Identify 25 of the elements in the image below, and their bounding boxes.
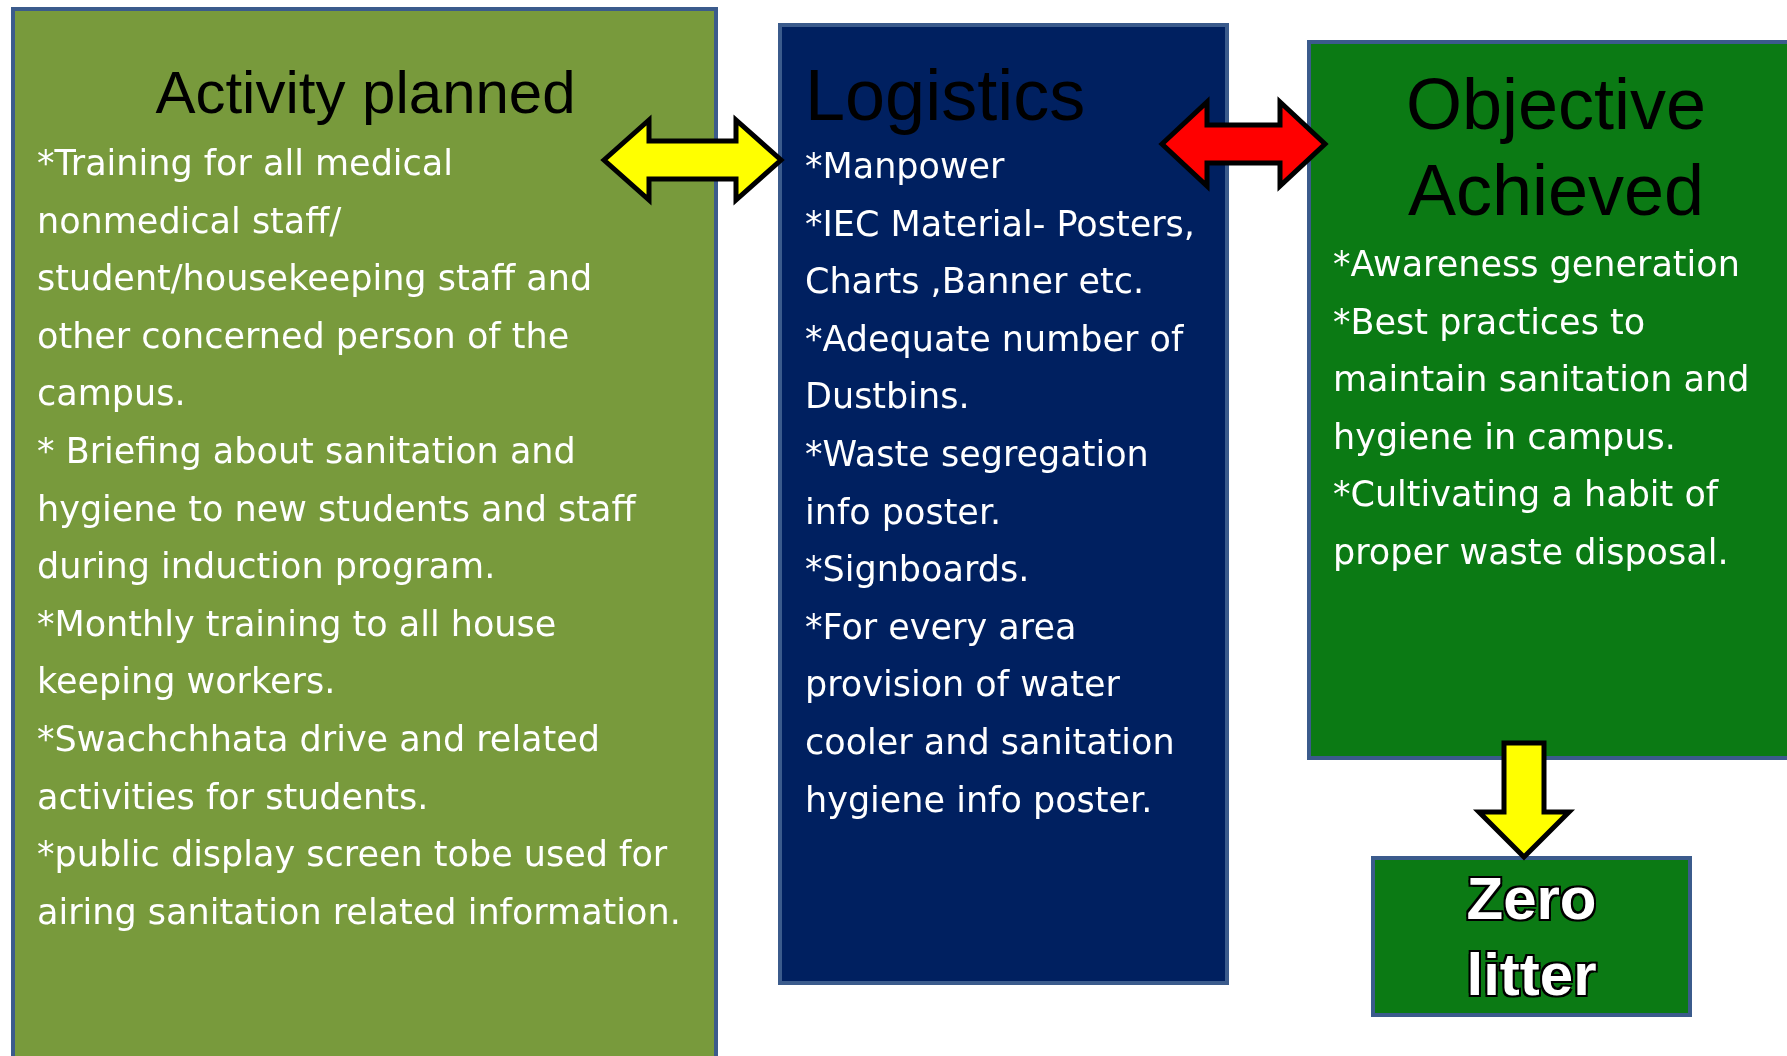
bullet-text: *Adequate number of Dustbins.	[805, 317, 1185, 419]
block-arrow	[1158, 96, 1329, 192]
panel-heading: Logistics	[805, 55, 1087, 135]
bullet-text: *IEC Material- Posters, Charts ,Banner etc.	[805, 202, 1196, 304]
bullet-text: *Awareness generation	[1333, 243, 1741, 286]
bullet-text: *Monthly training to all house keeping workers.	[37, 602, 558, 704]
logistics-panel	[778, 23, 1229, 985]
bullet-text: *public display screen tobe used for airing sanitation related information.	[37, 833, 682, 934]
objective-panel	[1307, 40, 1787, 760]
bullet-text: *Manpower	[805, 145, 1006, 188]
bullet-text: *Best practices to maintain sanitation and hygiene in campus.	[1333, 300, 1751, 459]
bullet-text: *Swachchhata drive and related activities for students.	[37, 717, 602, 819]
panel-heading: Activity planned	[154, 58, 577, 128]
bullet-text: *For every area provision of water cooler and sanitation hygiene info poster.	[805, 605, 1176, 822]
result-text: Zero litter	[1465, 863, 1598, 1010]
bullet-text: *Training for all medical nonmedical staff/ student/housekeeping staff and other concerned person of the campus.	[37, 142, 594, 416]
bullet-text: * Briefing about sanitation and hygiene to new students and staff during induction program.	[37, 429, 638, 589]
activity-panel	[11, 7, 718, 1056]
panel-heading: Objective Achieved	[1404, 63, 1708, 232]
bullet-text: *Cultivating a habit of proper waste disposal.	[1333, 473, 1730, 574]
block-arrow	[1472, 740, 1576, 861]
bullet-text: *Waste segregation info poster.	[805, 432, 1150, 534]
block-arrow	[600, 114, 785, 206]
bullet-text: *Signboards.	[805, 548, 1031, 592]
result-box	[1371, 856, 1692, 1017]
